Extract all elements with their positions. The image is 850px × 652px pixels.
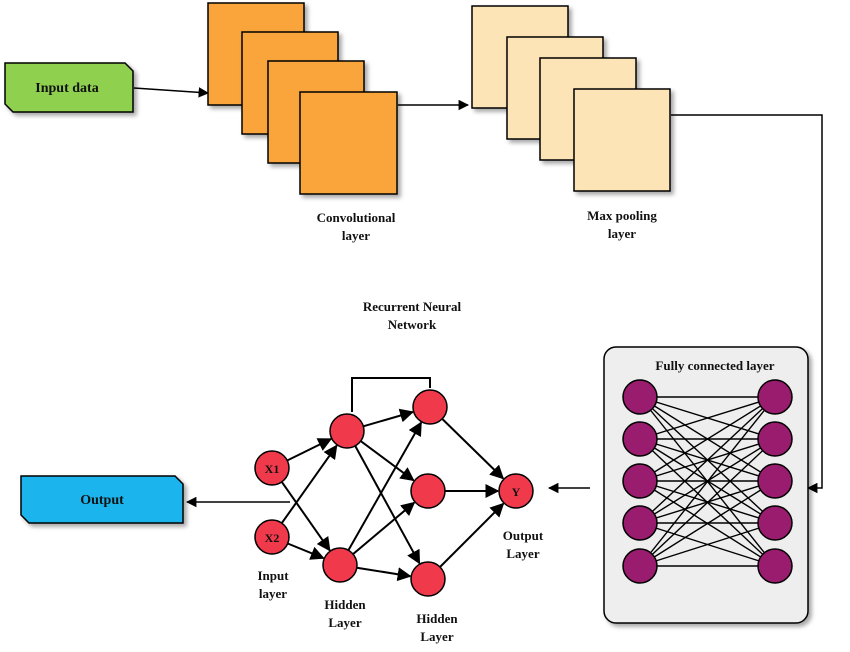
rnn-input-label-line1: Input (257, 568, 289, 583)
rnn-nodes: X1 X2 Y (254, 389, 534, 597)
pool-feature-map-4 (573, 88, 671, 192)
arrow-input-to-conv (133, 87, 210, 98)
fc-edge (639, 396, 776, 482)
pool-label-line1: Max pooling (587, 208, 657, 223)
fc-edge (639, 438, 776, 567)
rnn-output-label-line2: Layer (506, 546, 539, 561)
max-pooling-stack (471, 5, 671, 192)
input-data-shape (4, 62, 134, 113)
rnn-output-label-line1: Output (503, 528, 544, 543)
rnn-recurrent-loop (351, 377, 431, 412)
rnn-output-node-y (498, 473, 534, 509)
input-data-label: Input data (35, 81, 98, 96)
output-label: Output (80, 493, 124, 508)
fc-node-right-5 (757, 548, 793, 584)
rnn-hidden2-label-line2: Layer (420, 629, 453, 644)
conv-feature-map-4 (299, 91, 398, 195)
rnn-hidden1-node-bottom (322, 547, 358, 583)
rnn-edge-h1b-h2c (356, 566, 412, 582)
fc-edges (639, 396, 776, 567)
fc-edge (639, 522, 776, 567)
fc-title: Fully connected layer (655, 358, 774, 373)
rnn-hidden2-node-middle (410, 473, 446, 509)
arrow-pool-to-fc (671, 114, 823, 494)
fc-edge (639, 480, 776, 567)
fc-node-right-4 (757, 505, 793, 541)
rnn-hidden1-node-top (329, 413, 365, 449)
conv-label-line2: layer (342, 228, 370, 243)
rnn-edge-h2c-y (439, 502, 505, 568)
fc-node-left-5 (622, 548, 658, 584)
fc-nodes (622, 379, 793, 584)
fc-node-right-3 (757, 463, 793, 499)
fc-node-left-1 (622, 379, 658, 415)
fc-node-left-3 (622, 463, 658, 499)
rnn-node-x1 (254, 450, 290, 486)
pool-label-line2: layer (608, 226, 636, 241)
rnn-hidden1-label-line1: Hidden (324, 597, 366, 612)
conv-label-line1: Convolutional (317, 210, 396, 225)
fc-node-right-2 (757, 421, 793, 457)
fc-node-right-1 (757, 379, 793, 415)
rnn-title-line2: Network (388, 317, 437, 332)
fc-edge (639, 396, 776, 524)
input-data-block: Input data (4, 62, 134, 113)
output-block: Output (20, 475, 184, 524)
rnn-title-line1: Recurrent Neural (363, 299, 462, 314)
rnn-edge-x2-h1a (280, 444, 338, 524)
rnn-edge-h1a-h2b (360, 440, 415, 482)
fc-node-left-4 (622, 505, 658, 541)
rnn-hidden1-label-line2: Layer (328, 615, 361, 630)
rnn-node-x2 (254, 519, 290, 555)
rnn-edge-x1-h1a (286, 438, 333, 462)
rnn-hidden2-node-bottom (410, 561, 446, 597)
rnn-edge-h1a-h2a (363, 408, 415, 428)
output-shape (20, 475, 184, 524)
rnn-hidden2-label-line1: Hidden (416, 611, 458, 626)
rnn-edge-x2-h1b (287, 542, 325, 560)
rnn-hidden2-node-top (412, 389, 448, 425)
rnn-edges (280, 408, 505, 582)
fc-node-left-2 (622, 421, 658, 457)
rnn-edge-h1a-h2c (354, 445, 421, 565)
rnn-node-x1-label: X1 (265, 462, 280, 476)
fc-edge (639, 396, 776, 567)
fc-edge (639, 396, 776, 440)
fully-connected-panel: Fully connected layer (603, 346, 809, 624)
rnn-edge-x1-h1b (280, 481, 331, 552)
rnn-edge-h1b-h2a (347, 421, 422, 551)
rnn-input-label-line2: layer (259, 586, 287, 601)
rnn-node-x2-label: X2 (265, 531, 280, 545)
rnn-edge-h1b-h2b (352, 501, 416, 555)
rnn-output-node-y-label: Y (512, 485, 521, 499)
convolutional-stack (207, 2, 398, 195)
rnn-edge-h2a-y (441, 418, 505, 480)
